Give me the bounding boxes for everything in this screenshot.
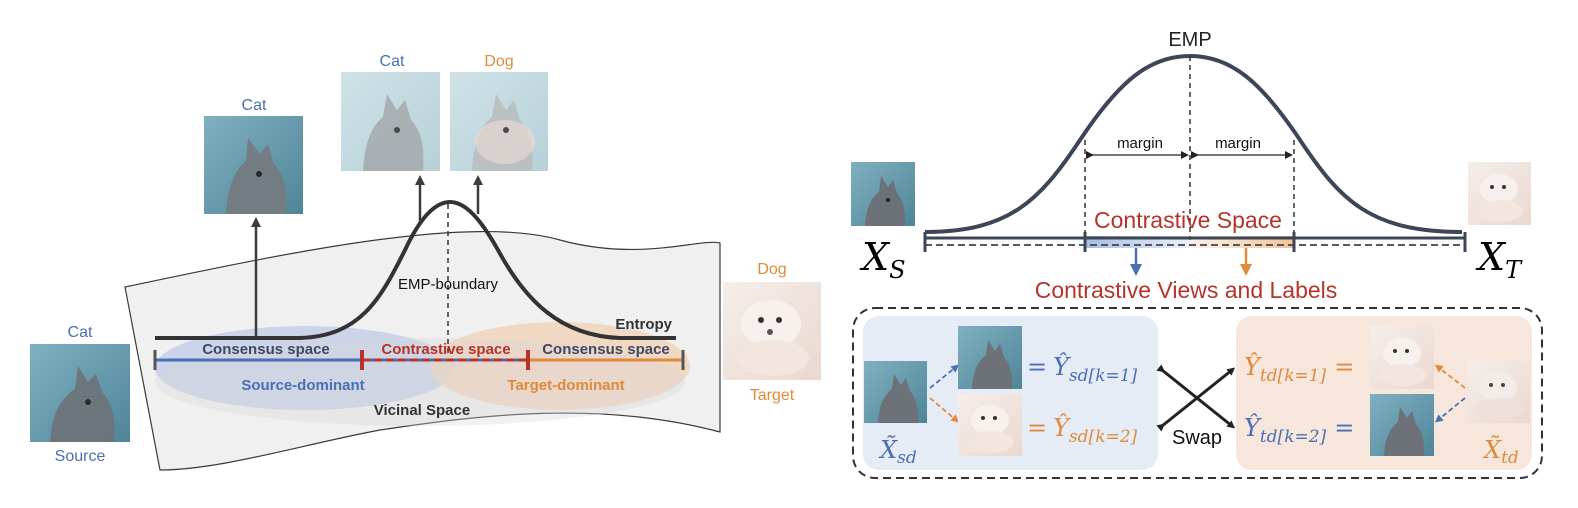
swap-arrow-up (1156, 367, 1236, 432)
sd-view1-cat-image (958, 326, 1022, 389)
xs-label: XS (859, 235, 906, 284)
peak-cat-image (341, 72, 440, 171)
entropy-label: Entropy (615, 316, 672, 333)
source-cat-label: Cat (68, 324, 93, 341)
y-sd2-label: =Ŷsd[k=2] (1027, 413, 1138, 447)
contrastive-label: Contrastive space (381, 341, 510, 358)
source-cat-image (30, 344, 130, 442)
source-dominant-label: Source-dominant (241, 377, 364, 394)
xsd-label: X̃sd (878, 436, 917, 468)
margin-right-label: margin (1215, 135, 1261, 152)
source-dominant-region (155, 326, 455, 410)
sd-view2-dog-image (958, 394, 1022, 456)
td-view2-cat-image (1370, 394, 1434, 456)
arrow-xsd-to-view2 (929, 397, 960, 423)
target-dominant-label: Target-dominant (507, 377, 624, 394)
entropy-curve (155, 199, 676, 340)
xs-cat-image (851, 162, 915, 226)
arrow-xtd-to-view1 (1434, 364, 1466, 389)
emp-label: EMP (1168, 29, 1211, 51)
xsd-image (864, 361, 927, 423)
views-title: Contrastive Views and Labels (1035, 277, 1338, 303)
target-dominant-region (430, 322, 690, 410)
y-sd1-label: =Ŷsd[k=1] (1027, 352, 1138, 386)
consensus-left-label: Consensus space (202, 341, 330, 358)
y-td2-label: Ŷtd[k=2]= (1244, 413, 1354, 447)
target-dog-image (723, 282, 821, 380)
arrow-xsd-to-view1 (929, 364, 960, 389)
target-caption: Target (750, 387, 795, 404)
views-container (852, 307, 1543, 479)
consensus-right-label: Consensus space (542, 341, 670, 358)
xt-dog-image (1468, 162, 1531, 225)
arrow-xtd-to-view2 (1434, 397, 1466, 423)
y-td1-label: Ŷtd[k=1]= (1244, 352, 1354, 386)
swap-label: Swap (1172, 427, 1222, 449)
xtd-image (1467, 361, 1530, 423)
emp-boundary-label: EMP-boundary (398, 276, 499, 293)
peak-cat-label: Cat (380, 53, 405, 70)
peak-dog-image (450, 72, 548, 171)
td-view1-dog-image (1370, 326, 1434, 389)
emp-bell-curve (924, 53, 1463, 234)
contrastive-space-label: Contrastive Space (1094, 207, 1282, 233)
target-views-box (1236, 316, 1532, 470)
source-views-box (863, 316, 1158, 470)
vicinal-space-label: Vicinal Space (374, 402, 470, 419)
peak-dog-label: Dog (484, 53, 513, 70)
margin-left-label: margin (1117, 135, 1163, 152)
top-left-cat-label: Cat (242, 97, 267, 114)
xt-label: XT (1475, 235, 1523, 284)
target-dog-label: Dog (757, 261, 786, 278)
left-panel: EMP-boundary Entropy Consensus space Con… (30, 53, 821, 471)
top-left-cat-image (204, 116, 303, 214)
xtd-label: X̃td (1482, 436, 1519, 468)
source-caption: Source (55, 448, 106, 465)
right-panel: EMP margin margin Contrastive Space XS X… (851, 29, 1543, 479)
